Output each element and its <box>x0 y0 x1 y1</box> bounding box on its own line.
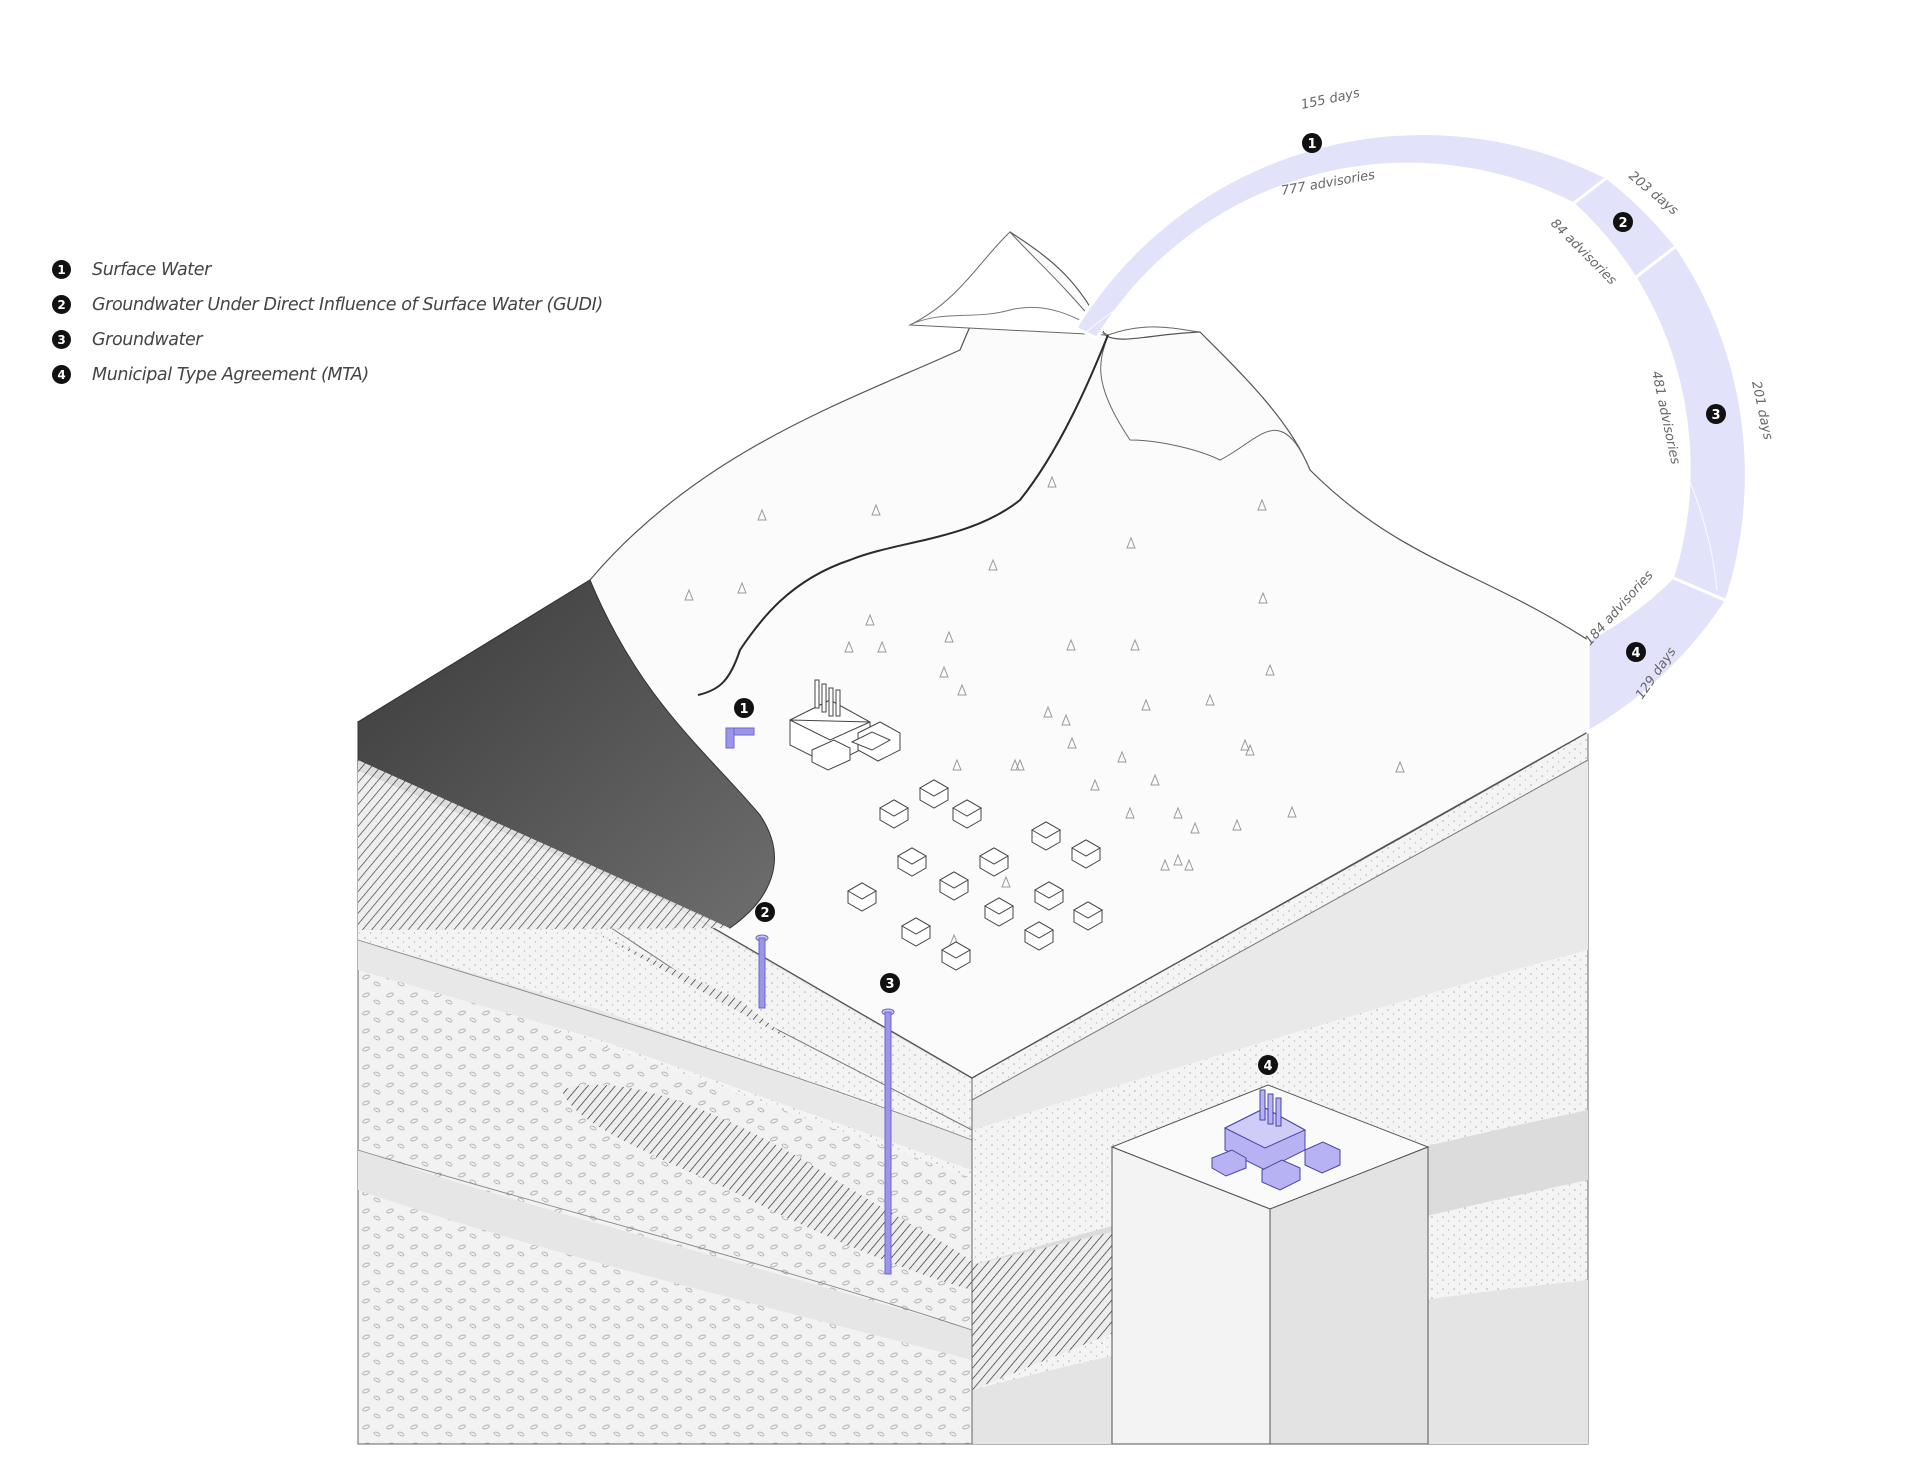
legend-number-2: 2 <box>52 295 71 314</box>
legend-label-4: Municipal Type Agreement (MTA) <box>92 364 369 385</box>
arc-segment-groundwater <box>1633 244 1748 603</box>
legend-item-mta: 4 Municipal Type Agreement (MTA) <box>52 357 603 392</box>
arc-marker-3: 3 <box>1706 404 1726 424</box>
svg-text:2: 2 <box>1618 216 1627 231</box>
houses <box>846 779 1104 971</box>
legend-item-gudi: 2 Groundwater Under Direct Influence of … <box>52 287 603 322</box>
arc-marker-4: 4 <box>1626 642 1646 662</box>
treatment-plant <box>789 679 901 771</box>
legend-number-1: 1 <box>52 260 71 279</box>
svg-text:3: 3 <box>885 977 894 992</box>
legend-number-3: 3 <box>52 330 71 349</box>
legend-item-groundwater: 3 Groundwater <box>52 322 603 357</box>
arc-marker-2: 2 <box>1613 212 1633 232</box>
marker-mta: 4 <box>1258 1055 1278 1075</box>
legend-label-1: Surface Water <box>92 259 211 280</box>
marker-surface-water: 1 <box>734 698 754 718</box>
svg-text:2: 2 <box>760 906 769 921</box>
legend-label-3: Groundwater <box>92 329 203 350</box>
scene-markers: 1 2 3 4 <box>734 698 1278 1075</box>
arc-days-1: 155 days <box>1300 86 1362 113</box>
marker-gudi: 2 <box>755 902 775 922</box>
arc-segment-surface-water <box>1073 132 1610 341</box>
svg-text:1: 1 <box>739 702 748 717</box>
arc-markers: 1 2 3 4 <box>1302 133 1726 662</box>
svg-text:4: 4 <box>1631 646 1640 661</box>
svg-text:3: 3 <box>1711 408 1720 423</box>
gudi-well <box>755 934 769 1009</box>
arc-marker-1: 1 <box>1302 133 1322 153</box>
svg-text:4: 4 <box>1263 1059 1272 1074</box>
river <box>697 334 1109 696</box>
surface-water-intake <box>725 727 755 749</box>
marker-groundwater: 3 <box>880 973 900 993</box>
arc-segment-mta <box>1586 575 1729 735</box>
arc-advisories-3: 481 advisories <box>1648 370 1682 466</box>
lake <box>357 579 790 1040</box>
legend-label-2: Groundwater Under Direct Influence of Su… <box>92 294 603 315</box>
groundwater-well <box>881 1008 895 1275</box>
svg-text:1: 1 <box>1307 137 1316 152</box>
legend: 1 Surface Water 2 Groundwater Under Dire… <box>52 252 603 392</box>
arc-days-3: 201 days <box>1748 380 1775 442</box>
mta-treatment-plant <box>1211 1089 1341 1191</box>
legend-number-4: 4 <box>52 365 71 384</box>
trees <box>684 475 1405 946</box>
legend-item-surface-water: 1 Surface Water <box>52 252 603 287</box>
